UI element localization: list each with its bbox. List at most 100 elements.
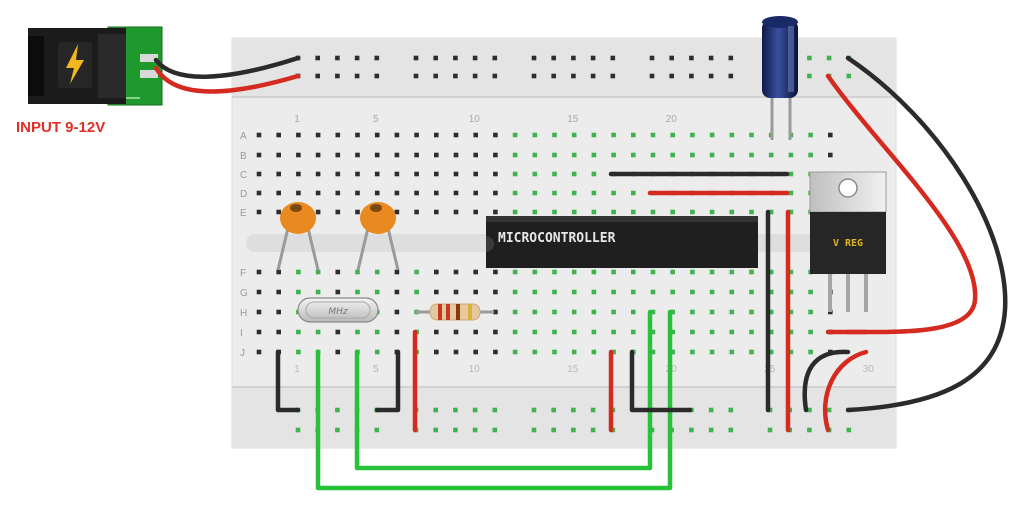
- breadboard-hole: [788, 349, 794, 355]
- jack-wire-red: [153, 65, 301, 94]
- breadboard-hole: [473, 190, 478, 196]
- breadboard-hole: [788, 190, 794, 196]
- breadboard-hole: [788, 289, 794, 295]
- breadboard-hole: [611, 209, 616, 215]
- breadboard-hole: [434, 171, 439, 177]
- breadboard-hole: [512, 132, 518, 138]
- breadboard-hole: [571, 55, 576, 61]
- breadboard-hole: [749, 269, 754, 275]
- regulator-label: V REG: [833, 238, 863, 249]
- breadboard-hole: [335, 349, 341, 355]
- breadboard-hole: [571, 171, 577, 177]
- breadboard-hole: [374, 329, 380, 335]
- breadboard-hole: [374, 269, 380, 275]
- breadboard-hole: [512, 269, 518, 275]
- microcontroller-chip: MICROCONTROLLER: [486, 216, 758, 268]
- electrolytic-capacitor: [762, 16, 798, 140]
- breadboard-hole: [532, 349, 538, 355]
- breadboard-hole: [473, 269, 478, 275]
- breadboard-hole: [296, 171, 301, 177]
- breadboard-hole: [650, 329, 656, 335]
- breadboard-hole: [472, 73, 478, 79]
- breadboard-hole: [649, 55, 655, 61]
- breadboard-hole: [670, 289, 675, 295]
- breadboard-hole: [631, 269, 636, 275]
- breadboard-hole: [453, 427, 458, 433]
- breadboard-hole: [768, 269, 774, 275]
- power-jumpers: [412, 329, 614, 433]
- breadboard-hole: [493, 190, 498, 196]
- breadboard-hole: [374, 427, 380, 433]
- row-label: I: [240, 328, 243, 339]
- breadboard-hole: [414, 152, 419, 158]
- breadboard-hole: [551, 55, 556, 61]
- breadboard-hole: [650, 349, 656, 355]
- breadboard-hole: [808, 132, 813, 138]
- breadboard-hole: [708, 407, 714, 413]
- column-number: 20: [666, 114, 678, 125]
- breadboard-hole: [670, 152, 675, 158]
- breadboard-hole: [453, 73, 458, 79]
- crystal-label: MHz: [328, 307, 348, 317]
- breadboard-hole: [493, 309, 498, 315]
- breadboard-hole: [472, 407, 478, 413]
- breadboard-hole: [591, 152, 597, 158]
- breadboard-hole: [355, 329, 360, 335]
- column-number: 1: [294, 114, 300, 125]
- breadboard-hole: [611, 329, 616, 335]
- breadboard-hole: [453, 407, 458, 413]
- breadboard-hole: [493, 209, 498, 215]
- supply-wire-red: [825, 73, 978, 335]
- breadboard-hole: [276, 269, 281, 275]
- breadboard-hole: [493, 132, 498, 138]
- row-label: H: [240, 308, 247, 319]
- breadboard-hole: [611, 152, 616, 158]
- resistor: [416, 303, 494, 321]
- breadboard-hole: [552, 209, 557, 215]
- breadboard-hole: [335, 132, 341, 138]
- breadboard-hole: [492, 73, 498, 79]
- row-label: G: [240, 288, 248, 299]
- breadboard-hole: [649, 73, 655, 79]
- breadboard-hole: [256, 309, 262, 315]
- breadboard-hole: [355, 152, 360, 158]
- breadboard-hole: [434, 152, 439, 158]
- breadboard-hole: [650, 132, 656, 138]
- breadboard-hole: [591, 171, 597, 177]
- breadboard-hole: [749, 289, 754, 295]
- breadboard-hole: [768, 289, 774, 295]
- breadboard-hole: [591, 209, 597, 215]
- breadboard-hole: [276, 209, 281, 215]
- breadboard-hole: [414, 171, 419, 177]
- breadboard-hole: [729, 289, 735, 295]
- breadboard-hole: [433, 427, 438, 433]
- breadboard-hole: [414, 132, 419, 138]
- breadboard-hole: [453, 209, 459, 215]
- breadboard-hole: [473, 171, 478, 177]
- breadboard-hole: [414, 269, 419, 275]
- breadboard-hole: [532, 329, 538, 335]
- breadboard-hole: [473, 329, 478, 335]
- breadboard-hole: [610, 73, 616, 79]
- breadboard-hole: [650, 269, 656, 275]
- breadboard-hole: [492, 55, 498, 61]
- breadboard-hole: [670, 269, 675, 275]
- breadboard-hole: [434, 329, 439, 335]
- breadboard-hole: [394, 171, 400, 177]
- breadboard-hole: [807, 427, 812, 433]
- breadboard-hole: [551, 73, 556, 79]
- breadboard-hole: [276, 132, 281, 138]
- breadboard-hole: [453, 329, 459, 335]
- breadboard-hole: [768, 349, 774, 355]
- breadboard-hole: [670, 349, 675, 355]
- breadboard-hole: [335, 55, 340, 61]
- breadboard-hole: [433, 407, 438, 413]
- breadboard-hole: [394, 329, 400, 335]
- regulator-wire-red-loop: [822, 349, 869, 433]
- breadboard-hole: [256, 190, 262, 196]
- breadboard-hole: [315, 73, 320, 79]
- breadboard-hole: [571, 152, 577, 158]
- row-label: B: [240, 151, 247, 162]
